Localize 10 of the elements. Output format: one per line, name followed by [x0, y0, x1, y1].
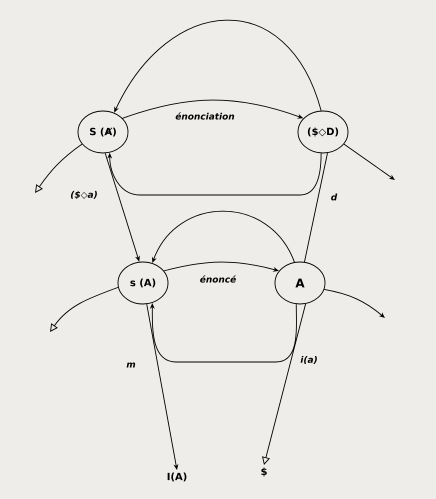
arrow — [50, 286, 119, 332]
arrow — [35, 144, 82, 193]
arrow — [324, 289, 385, 318]
path-label: ($◇a) — [71, 190, 97, 200]
node-label: I(A) — [168, 472, 186, 482]
arrow — [107, 152, 322, 196]
path-label: m — [126, 362, 136, 368]
path-label: d — [331, 194, 338, 200]
path-label: i(a) — [300, 356, 317, 364]
node-label: $ — [261, 467, 267, 477]
